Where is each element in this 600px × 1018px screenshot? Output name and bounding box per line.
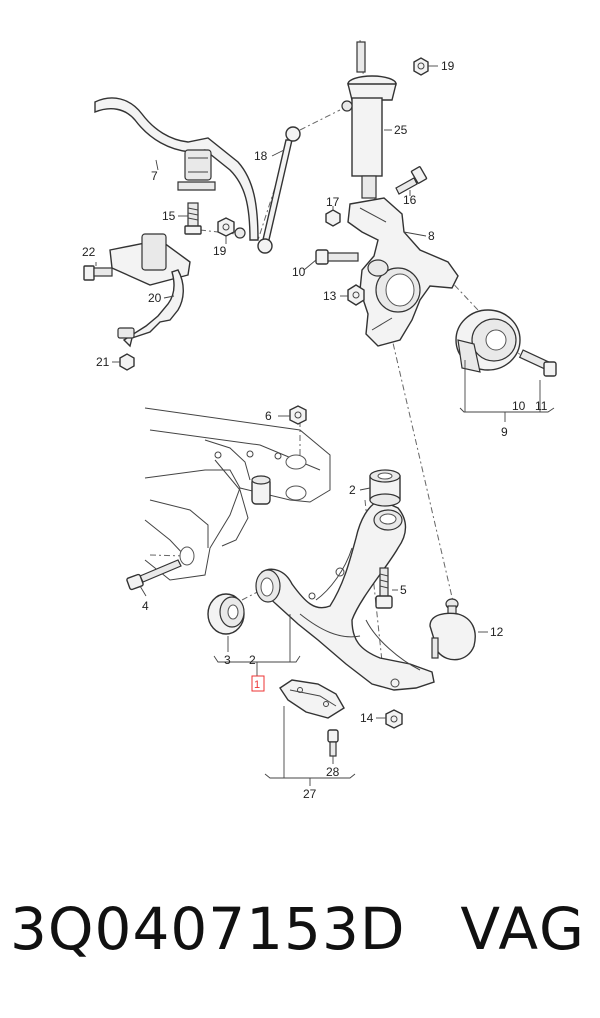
nut-19-lower [217,217,235,237]
callout-labels: 19 25 18 7 16 17 15 8 19 22 10 13 20 21 … [82,59,548,801]
callout-12: 12 [490,625,504,639]
track-control-arm[interactable] [255,499,435,691]
wheel-bearing-housing [347,197,459,347]
nut-14 [385,709,403,729]
highlight-box [251,675,265,692]
bush-3-front [207,593,245,635]
bush-2-rear [369,469,401,507]
callout-19-lower: 19 [213,244,227,258]
wheel-hub [455,309,521,373]
subframe [144,407,331,581]
callout-10-hub: 10 [512,399,526,413]
part-number: 3Q0407153D [10,895,406,963]
callout-15: 15 [162,209,176,223]
hub-bolt-11 [518,349,557,377]
leader-lines [95,65,555,786]
callout-11: 11 [535,399,548,413]
bolt-15 [184,202,202,235]
callout-9: 9 [501,425,508,439]
callout-3: 3 [224,653,231,667]
level-sensor [109,233,191,348]
callout-2-front: 2 [249,653,256,667]
callout-16: 16 [403,193,417,207]
callout-10-knuckle: 10 [292,265,306,279]
callout-1[interactable]: 1 [254,679,260,691]
cover-plate [279,679,345,719]
nut-21 [119,353,135,371]
coupling-rod [234,126,301,254]
callout-5: 5 [400,583,407,597]
callout-6: 6 [265,409,272,423]
callout-22: 22 [82,245,96,259]
clip-28 [327,729,339,757]
callout-13: 13 [323,289,337,303]
callout-25: 25 [394,123,408,137]
callout-27: 27 [303,787,317,801]
exploded-parts-diagram: 19 25 18 7 16 17 15 8 19 22 10 13 20 21 … [82,39,557,801]
nut-19-upper [413,57,429,76]
callout-28: 28 [326,765,340,779]
bolt-10-knuckle [315,249,359,265]
callout-17: 17 [326,195,340,209]
callout-18: 18 [254,149,268,163]
subframe-bush [251,475,271,505]
bolt-22 [83,265,113,281]
bolt-16 [395,166,428,195]
bolt-4 [126,559,182,591]
callout-4: 4 [142,599,149,613]
ball-joint [429,598,476,661]
callout-20: 20 [148,291,162,305]
callout-19-upper: 19 [441,59,455,73]
callout-14: 14 [360,711,374,725]
bolt-5 [375,567,393,609]
nut-17 [325,209,341,227]
shock-absorber [341,41,397,199]
stabilizer-bar [94,97,259,241]
callout-7: 7 [151,169,158,183]
callout-8: 8 [428,229,435,243]
nut-13 [347,284,365,306]
brand-label: VAG [460,895,586,963]
callout-21: 21 [96,355,110,369]
nut-6 [289,405,307,425]
callout-2-rear: 2 [349,483,356,497]
